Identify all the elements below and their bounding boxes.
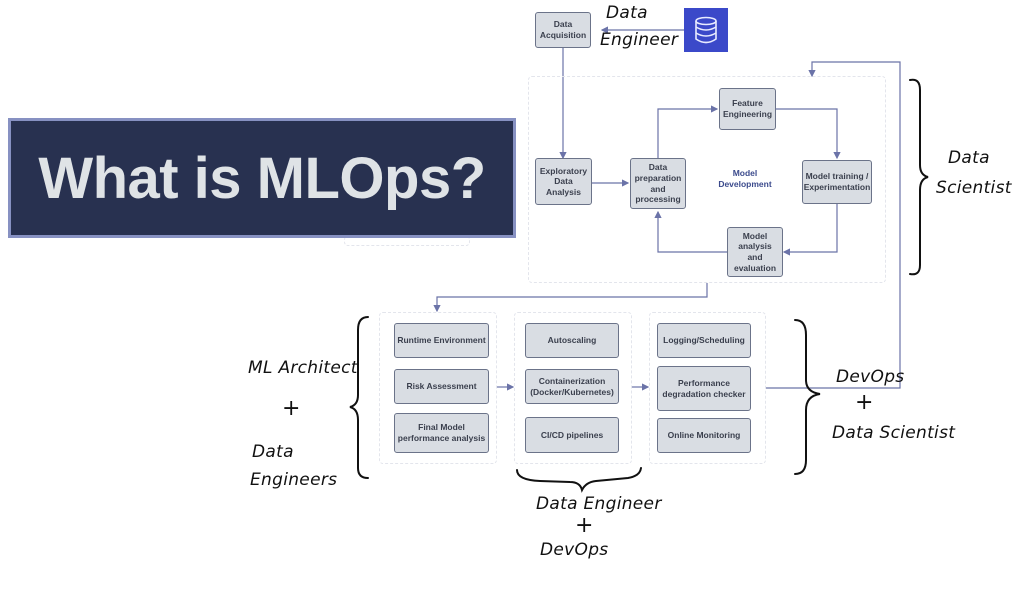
final-model-performance-label: Final Model performance analysis	[397, 422, 486, 443]
autoscaling-label: Autoscaling	[547, 335, 597, 346]
deployment-group-3	[649, 312, 766, 464]
faded-group-fragment	[344, 236, 470, 246]
role-bottom-devops: DevOps	[540, 540, 609, 560]
arrow-feature-to-training	[776, 108, 841, 160]
data-preparation-box: Data preparation and processing	[630, 158, 686, 209]
role-right-data-scientist: Data Scientist	[832, 423, 956, 443]
model-training-label: Model training / Experimentation	[803, 171, 871, 192]
performance-degradation-box: Performance degradation checker	[657, 366, 751, 411]
data-acquisition-label: Data Acquisition	[539, 19, 587, 40]
model-development-line2: Development	[718, 179, 772, 190]
brace-right	[794, 319, 821, 475]
brace-left	[349, 316, 369, 479]
arrow-prep-to-feature	[657, 105, 719, 158]
online-monitoring-label: Online Monitoring	[667, 430, 741, 441]
arrow-feedback-loop	[766, 61, 901, 389]
deployment-group-2	[514, 312, 632, 464]
role-left-plus: +	[282, 396, 301, 421]
autoscaling-box: Autoscaling	[525, 323, 619, 358]
role-right-devops: DevOps	[836, 367, 905, 387]
role-ml-architect: ML Architect	[248, 358, 358, 378]
role-left-data: Data	[252, 442, 294, 462]
risk-assessment-box: Risk Assessment	[394, 369, 489, 404]
online-monitoring-box: Online Monitoring	[657, 418, 751, 453]
risk-assessment-label: Risk Assessment	[406, 381, 477, 392]
database-icon	[684, 8, 728, 52]
role-right-plus: +	[855, 390, 874, 415]
runtime-environment-label: Runtime Environment	[397, 335, 486, 346]
role-bottom-plus: +	[575, 513, 594, 538]
model-development-label: Model Development	[706, 168, 784, 190]
eda-label: Exploratory Data Analysis	[539, 165, 588, 197]
containerization-label: Containerization (Docker/Kubernetes)	[530, 375, 614, 397]
final-model-performance-box: Final Model performance analysis	[394, 413, 489, 453]
role-data-engineer-top-line2: Engineer	[600, 30, 679, 50]
role-data-engineer-top-line1: Data	[606, 3, 648, 23]
arrow-modeldev-to-deploy	[433, 283, 708, 313]
model-development-line1: Model	[732, 168, 758, 178]
role-left-engineers: Engineers	[250, 470, 338, 490]
brace-bottom	[516, 467, 642, 493]
logging-scheduling-label: Logging/Scheduling	[663, 335, 745, 346]
page-title: What is MLOps?	[38, 145, 486, 211]
containerization-box: Containerization (Docker/Kubernetes)	[525, 369, 619, 404]
cicd-pipelines-box: CI/CD pipelines	[525, 417, 619, 453]
model-analysis-label: Model analysis and evaluation	[733, 230, 777, 273]
feature-engineering-label: Feature Engineering	[722, 98, 773, 119]
runtime-environment-box: Runtime Environment	[394, 323, 489, 358]
arrow-analysis-to-prep	[654, 210, 727, 253]
data-prep-label: Data preparation and processing	[634, 162, 682, 205]
cicd-pipelines-label: CI/CD pipelines	[540, 429, 604, 440]
data-acquisition-box: Data Acquisition	[535, 12, 591, 48]
role-bottom-data-engineer: Data Engineer	[536, 494, 662, 514]
model-training-box: Model training / Experimentation	[802, 160, 872, 204]
model-analysis-box: Model analysis and evaluation	[727, 227, 783, 277]
title-banner: What is MLOps?	[8, 118, 516, 238]
logging-scheduling-box: Logging/Scheduling	[657, 323, 751, 358]
role-data-scientist-line2: Scientist	[936, 178, 1012, 198]
exploratory-data-analysis-box: Exploratory Data Analysis	[535, 158, 592, 205]
model-development-group	[528, 76, 886, 283]
arrow-training-to-analysis	[782, 204, 838, 256]
brace-data-scientist	[909, 78, 929, 276]
feature-engineering-box: Feature Engineering	[719, 88, 776, 130]
performance-degradation-label: Performance degradation checker	[662, 377, 746, 399]
deployment-group-1	[379, 312, 497, 464]
role-data-scientist-line1: Data	[948, 148, 990, 168]
